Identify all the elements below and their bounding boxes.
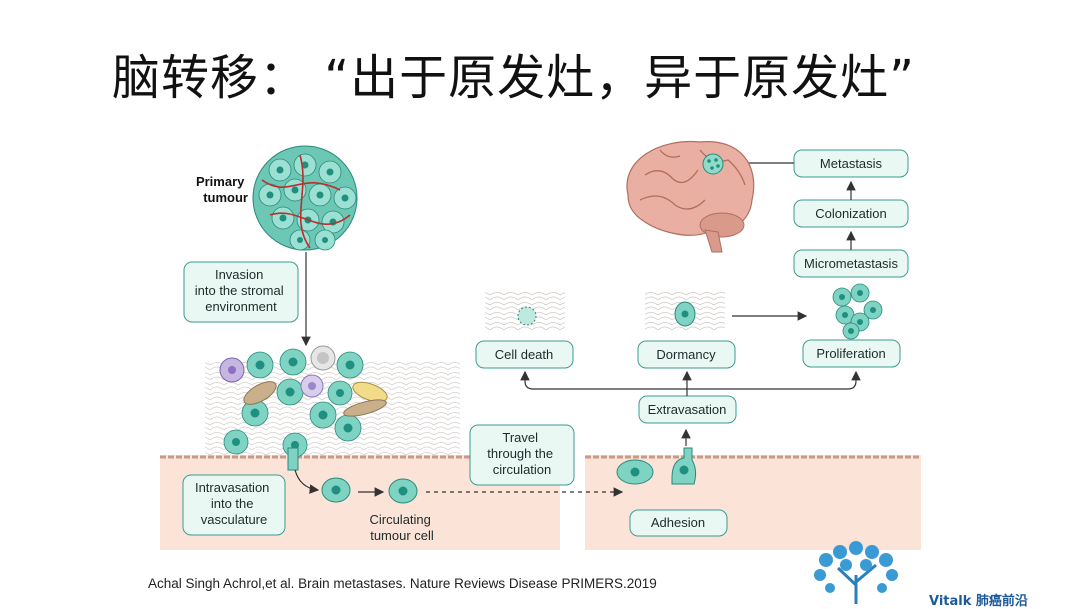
page-title: 脑转移： “出于原发灶，异于原发灶” — [112, 50, 915, 106]
dormancy-box: Dormancy — [637, 340, 736, 369]
colonization-box: Colonization — [793, 199, 909, 228]
metastasis-box: Metastasis — [793, 149, 909, 178]
cell-death-illustration — [517, 306, 537, 326]
svg-text:Colonization: Colonization — [815, 206, 887, 221]
citation: Achal Singh Achrol,et al. Brain metastas… — [148, 576, 657, 591]
invasion-box: Invasion into the stromal environment — [183, 261, 299, 323]
svg-text:Metastasis: Metastasis — [820, 156, 883, 171]
primary-tumour — [252, 145, 358, 251]
extravasation-box: Extravasation — [638, 395, 737, 424]
svg-text:Invasion into the stroma: Invasion into the stromal environment — [195, 267, 288, 314]
svg-text:Intravasation into the: Intravasation into the vasculature — [195, 480, 273, 527]
svg-text:Dormancy: Dormancy — [656, 347, 716, 362]
intravasation-box: Intravasation into the vasculature — [182, 474, 286, 536]
svg-text:Travel through the: Travel through the circulation — [487, 430, 556, 477]
adhesion-box: Adhesion — [629, 509, 728, 537]
arrow-intravasation — [294, 469, 320, 494]
micrometastasis-box: Micrometastasis — [793, 249, 909, 278]
svg-text:Micrometastasis: Micrometastasis — [804, 256, 898, 271]
svg-text:Extravasation: Extravasation — [648, 402, 727, 417]
proliferation-nuclei — [839, 290, 876, 334]
primary-tumour-label: Primary tumour — [196, 174, 248, 205]
brain-illustration — [626, 140, 755, 253]
proliferation-box: Proliferation — [802, 339, 901, 368]
dormancy-illustration — [674, 301, 696, 327]
adhesion-cells — [616, 447, 697, 485]
svg-text:Adhesion: Adhesion — [651, 515, 705, 530]
cell-death-box: Cell death — [475, 340, 574, 369]
branch-arrows — [520, 370, 861, 396]
svg-text:Proliferation: Proliferation — [816, 346, 885, 361]
brand-tree-logo — [814, 541, 898, 604]
stroma-cells — [219, 345, 388, 471]
circulating-cell-1 — [321, 477, 351, 503]
travel-box: Travel through the circulation — [469, 424, 575, 486]
svg-text:Cell death: Cell death — [495, 347, 554, 362]
brand-label: Vitalk 肺癌前沿 — [929, 594, 1028, 609]
circulating-label: Circulating tumour cell — [369, 512, 434, 543]
circulating-cell-2 — [388, 478, 418, 504]
